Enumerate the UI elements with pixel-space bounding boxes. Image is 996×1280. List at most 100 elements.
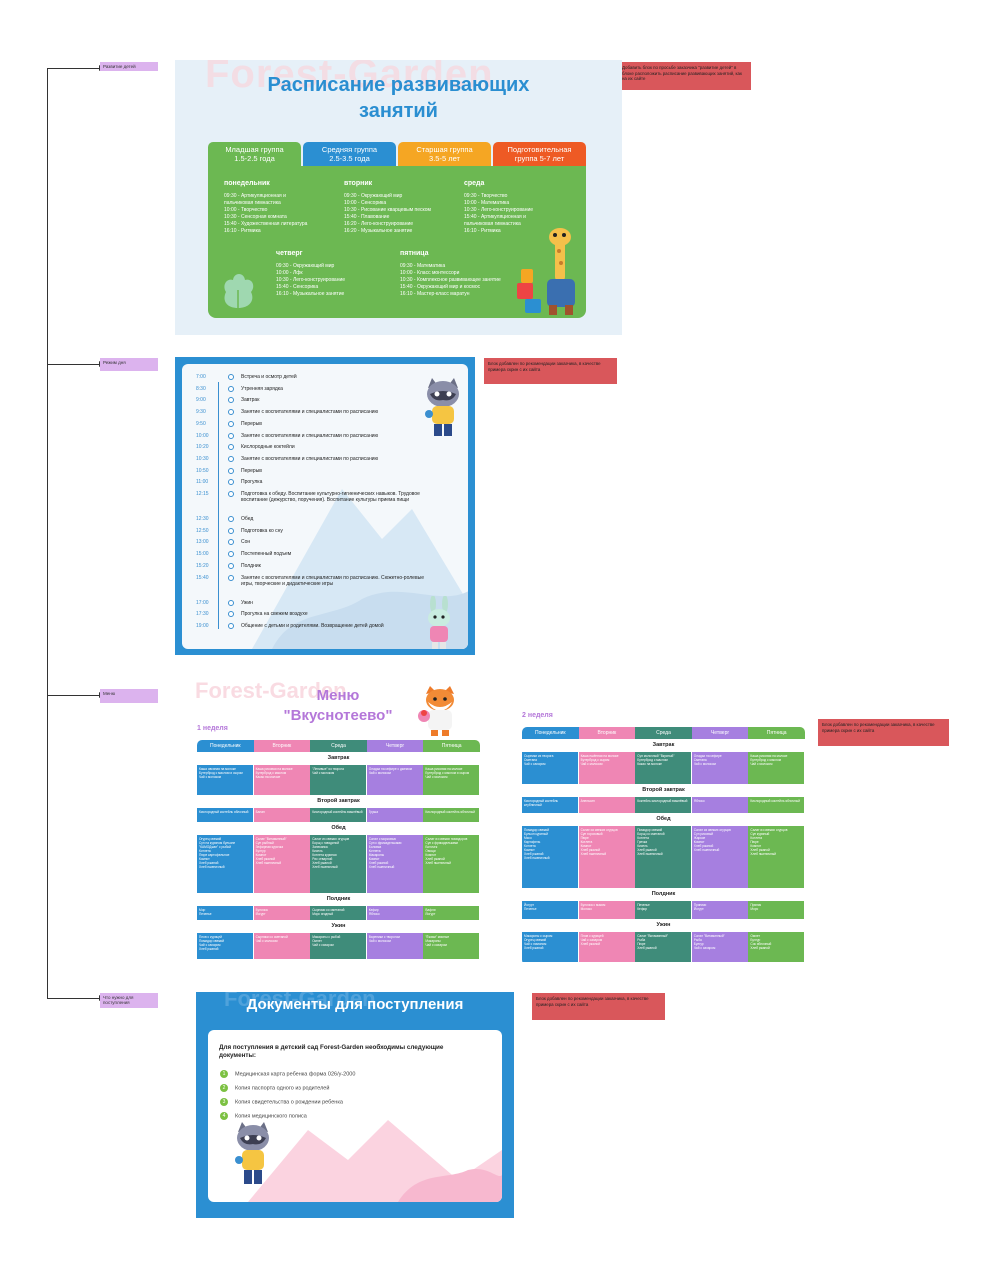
- routine-activity: Подготовка к обеду. Воспитание культурно…: [241, 491, 420, 503]
- menu-cell: Салат "Витаминный" Суп рыбный Зефирная к…: [253, 835, 310, 893]
- meal-label: Завтрак: [327, 755, 350, 761]
- menu-cell: Кислородный коктейль яблочный: [748, 797, 805, 813]
- menu-cell: Оладьи на кефире Сметана Чай с молоком: [691, 752, 748, 784]
- menu-title: Меню "Вкуснотеево": [283, 687, 393, 725]
- routine-time: 15:40: [196, 574, 209, 581]
- raccoon-mascot-illustration: [425, 378, 459, 436]
- routine-activity: Кислородные коктейли: [241, 444, 295, 451]
- meal-label: Второй завтрак: [317, 798, 360, 804]
- timeline-dot-icon: [228, 551, 234, 558]
- mountain-illustration: [248, 1120, 502, 1202]
- week-2-label: 2 неделя: [522, 712, 553, 719]
- documents-card: Для поступления в детский сад Forest-Gar…: [208, 1030, 502, 1202]
- fox-chef-mascot-illustration: [418, 686, 454, 736]
- menu-cell: Вареники с творогом Чай с молоком: [366, 933, 423, 959]
- menu-cell: Булочка Йогурт: [253, 906, 310, 920]
- comment-note[interactable]: Блок добавлен по рекомендации заказчика,…: [818, 719, 949, 746]
- comment-note[interactable]: Блок добавлен по рекомендации заказчика,…: [484, 358, 617, 384]
- connector-branch: [47, 65, 104, 71]
- menu-cell: "Ленивые" из творога Чай с молоком: [310, 765, 367, 795]
- meal-label: Полдник: [326, 896, 351, 902]
- routine-time: 12:50: [196, 527, 209, 534]
- timeline-dot-icon: [228, 611, 234, 618]
- meal-label: Ужин: [331, 923, 346, 929]
- menu-cell: Кислородный коктейль яблочный: [197, 808, 254, 822]
- timeline-dot-icon: [228, 432, 234, 439]
- menu-cell: Каша овсяная на молоке Бутерброд с масло…: [197, 765, 254, 795]
- menu-day-header: Пятница: [423, 740, 480, 752]
- routine-time: 15:00: [196, 551, 209, 558]
- comment-note[interactable]: Блок добавлен по рекомендации заказчика,…: [532, 993, 665, 1020]
- menu-cell: Кислородный коктейль вишнёвый: [310, 808, 367, 822]
- admission-documents-block: Forest-Garden Документы для поступления …: [196, 992, 514, 1218]
- routine-time: 9:50: [196, 420, 206, 427]
- menu-cell: Сырники из творога Сметана Чай с сахаром: [522, 752, 579, 784]
- menu-cell: Яблоко: [691, 797, 748, 813]
- menu-cell: Апельсин: [578, 797, 635, 813]
- routine-time: 9:30: [196, 409, 206, 416]
- menu-cell: Сырники со сметаной Чай с молоком: [253, 933, 310, 959]
- menu-cell: Коктейль кислородный вишнёвый: [635, 797, 692, 813]
- timeline-dot-icon: [228, 455, 234, 462]
- menu-cell: Кефир Яблоко: [366, 906, 423, 920]
- menu-day-header: Понедельник: [197, 740, 254, 752]
- routine-time: 8:30: [196, 385, 206, 392]
- menu-cell: Макароны с сыром Огурец свежий Чай с лим…: [522, 932, 579, 962]
- menu-day-header: Пятница: [748, 727, 805, 739]
- routine-time: 10:50: [196, 467, 209, 474]
- routine-activity: Перерыв: [241, 467, 262, 474]
- timeline-dot-icon: [228, 599, 234, 606]
- menu-cell: Каша пшённая на молоке Бутерброд с сыром…: [578, 752, 635, 784]
- routine-time: 9:00: [196, 397, 206, 404]
- menu-cell: Помидор свежий Бульон куриный Мясо Карто…: [522, 826, 579, 888]
- menu-cell: Пряники Йогурт: [691, 901, 748, 919]
- routine-activity: Ужин: [241, 599, 253, 606]
- tag-child-development[interactable]: Развитие детей: [100, 62, 158, 72]
- menu-cell: Каша рисовая на молоке Бутерброд с масло…: [423, 765, 480, 795]
- timeline-dot-icon: [228, 527, 234, 534]
- meal-label: Обед: [331, 825, 346, 831]
- menu-cell: Салат с морковью Суп с фрикадельками Бол…: [366, 835, 423, 893]
- meal-label: Ужин: [656, 922, 671, 928]
- comment-note[interactable]: Добавить блок по просьбе заказчика "разв…: [618, 62, 751, 90]
- timeline-dot-icon: [228, 574, 234, 581]
- tag-menu[interactable]: Меню: [100, 689, 158, 703]
- timeline-dot-icon: [228, 622, 234, 629]
- timeline-dot-icon: [228, 444, 234, 451]
- menu-cell: "Ёжики" мясные Макароны Чай с сахаром: [423, 933, 480, 959]
- routine-activity: Занятие с воспитателями и специалистами …: [241, 409, 379, 416]
- menu-cell: Салат из свежих огурцов Борщ с говядиной…: [310, 835, 367, 893]
- routine-activity: Прогулка на свежем воздухе: [241, 611, 308, 618]
- menu-cell: Йогурт Печенье: [522, 901, 579, 919]
- routine-time: 17:30: [196, 611, 209, 618]
- routine-activity: Занятие с воспитателями и специалистами …: [241, 432, 379, 439]
- timeline-dot-icon: [228, 385, 234, 392]
- menu-cell: Каша рисовая на молоке Бутерброд с масло…: [253, 765, 310, 795]
- menu-cell: Мор Печенье: [197, 906, 254, 920]
- tag-daily-routine[interactable]: Режим дня: [100, 358, 158, 371]
- menu-day-header: Среда: [310, 740, 367, 752]
- brand-watermark: Forest-Garden: [205, 60, 494, 96]
- giraffe-mascot-illustration: [515, 228, 575, 315]
- routine-activity: Постепенный подъем: [241, 551, 292, 558]
- menu-cell: Вафли Йогурт: [423, 906, 480, 920]
- routine-time: 13:00: [196, 539, 209, 546]
- connector-branch: [47, 692, 104, 698]
- menu-cell: Плов с курицей Чай с сахаром Хлеб ржаной: [578, 932, 635, 962]
- tag-admission-docs[interactable]: Что нужно для поступления: [100, 993, 158, 1008]
- timeline-dot-icon: [228, 479, 234, 486]
